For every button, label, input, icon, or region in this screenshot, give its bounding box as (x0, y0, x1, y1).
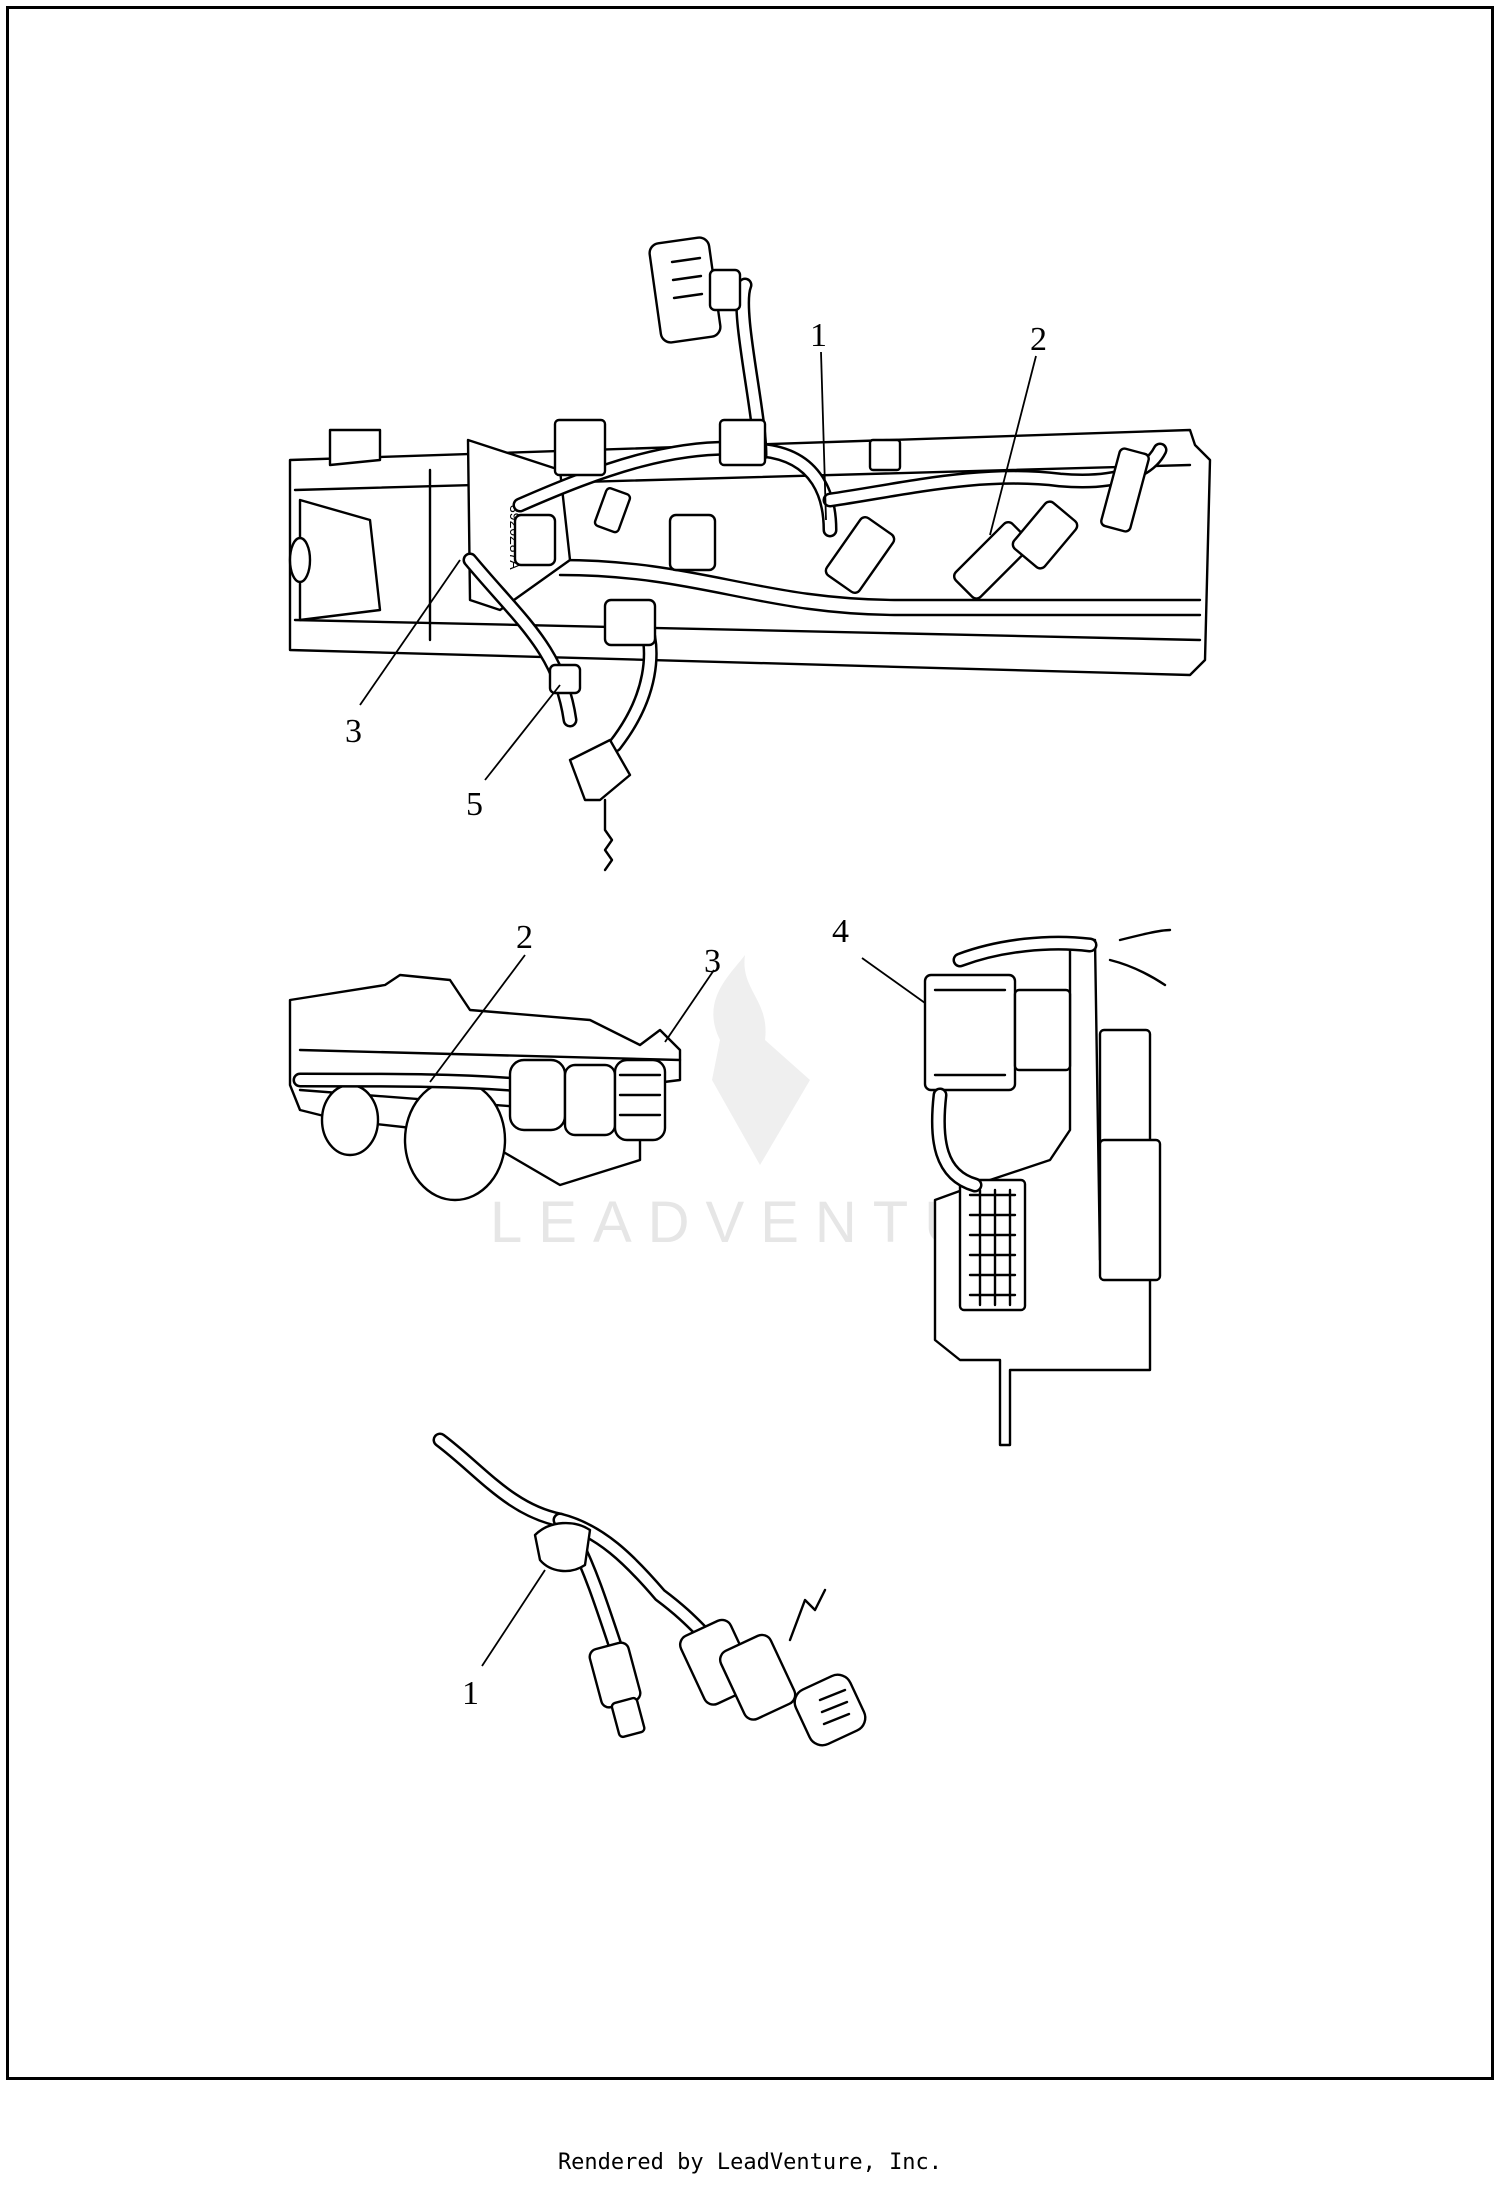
flame-v-logo-icon (712, 955, 810, 1165)
callout-bot-1: 1 (462, 1675, 479, 1712)
callout-top-2: 2 (1030, 321, 1047, 358)
bottom-view-leaders (481, 1569, 546, 1667)
callout-mid-2: 2 (516, 919, 533, 956)
bottom-view-sensor (432, 1432, 867, 1747)
side-view-leaders (429, 954, 715, 1083)
top-view-harness: 3920Z87A (288, 236, 1212, 872)
callout-top-3: 3 (345, 713, 362, 750)
callout-top-1: 1 (810, 317, 827, 354)
footer-credit: Rendered by LeadVenture, Inc. (557, 2150, 943, 2175)
top-view-leaders (359, 351, 1037, 781)
ecm-view-leaders (861, 957, 926, 1004)
callout-mid-4: 4 (832, 913, 849, 950)
callout-labels: 1 2 3 5 2 3 4 1 (345, 317, 1047, 1712)
side-view-connector (288, 973, 682, 1202)
callout-top-5: 5 (466, 786, 483, 823)
ecm-view (923, 928, 1172, 1447)
diagram-frame (6, 6, 1494, 2080)
callout-mid-3: 3 (704, 943, 721, 980)
watermark-text: LEADVENTU (490, 1190, 982, 1255)
watermark: LEADVENTU (490, 955, 982, 1255)
